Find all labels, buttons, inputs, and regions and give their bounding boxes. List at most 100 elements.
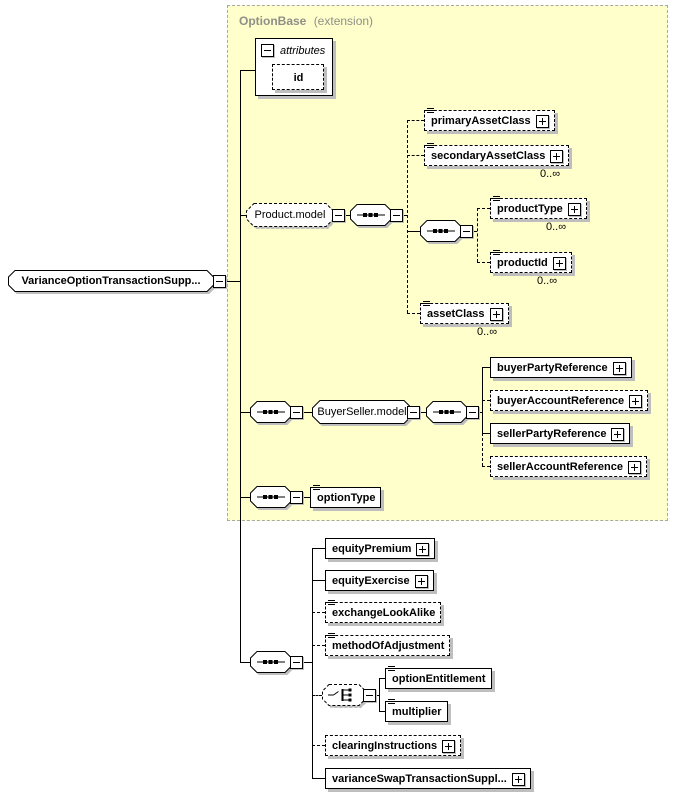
model-group-shape	[246, 203, 334, 227]
expand-icon[interactable]	[535, 114, 549, 128]
text-content-icon	[388, 699, 395, 700]
expand-icon[interactable]	[550, 149, 564, 163]
text-content-icon	[388, 666, 395, 667]
connector-line	[477, 262, 490, 263]
element-optionEntitlement[interactable]: optionEntitlement	[385, 666, 492, 689]
element-optionType[interactable]: optionType	[310, 485, 382, 508]
element-label: secondaryAssetClass	[431, 150, 546, 162]
connector-line	[312, 645, 325, 646]
element-secondaryAssetClass[interactable]: secondaryAssetClass	[424, 143, 570, 166]
element-equityPremium[interactable]: equityPremium	[325, 538, 436, 559]
occurrence-label: 0..∞	[477, 326, 498, 338]
element-label: VarianceOptionTransactionSupp...	[21, 274, 201, 287]
connector-line	[226, 281, 240, 282]
expand-icon[interactable]	[442, 739, 456, 753]
element-buyerAccountReference[interactable]: buyerAccountReference	[490, 390, 649, 411]
trunk-line	[240, 70, 241, 662]
connector-line	[407, 155, 424, 156]
expand-icon[interactable]	[489, 307, 503, 321]
collapse-icon[interactable]	[407, 406, 420, 419]
collapse-icon[interactable]	[290, 491, 303, 504]
element-label: varianceSwapTransactionSuppl...	[332, 773, 507, 785]
collapse-icon[interactable]	[261, 44, 274, 57]
expand-icon[interactable]	[612, 361, 626, 375]
element-label: assetClass	[427, 308, 485, 320]
element-label: equityExercise	[332, 575, 410, 587]
choice-compositor[interactable]	[322, 684, 366, 706]
model-group-buyerseller[interactable]: BuyerSeller.model	[312, 400, 412, 424]
element-label: multiplier	[392, 706, 442, 718]
connector-line	[345, 215, 350, 216]
attribute-id[interactable]: id	[272, 64, 324, 90]
expand-icon[interactable]	[511, 772, 525, 786]
connector-line	[482, 466, 490, 467]
element-productId[interactable]: productId	[490, 250, 572, 273]
collapse-icon[interactable]	[466, 406, 479, 419]
element-buyerPartyReference[interactable]: buyerPartyReference	[490, 357, 632, 378]
collapse-icon[interactable]	[390, 209, 403, 222]
connector-line	[477, 208, 490, 209]
element-label: productId	[497, 257, 548, 269]
choice-icon	[322, 684, 366, 706]
collapse-icon[interactable]	[290, 656, 303, 669]
element-varianceOptionTransactionSupplement[interactable]: VarianceOptionTransactionSupp...	[8, 270, 214, 292]
sequence-compositor[interactable]	[250, 651, 292, 673]
expand-icon[interactable]	[629, 394, 643, 408]
connector-line	[482, 367, 490, 368]
region-title-kind: (extension)	[313, 14, 374, 28]
element-primaryAssetClass[interactable]: primaryAssetClass	[424, 108, 555, 131]
collapse-icon[interactable]	[213, 275, 226, 288]
expand-icon[interactable]	[627, 460, 641, 474]
model-group-product[interactable]: Product.model	[246, 203, 334, 227]
expand-icon[interactable]	[552, 256, 566, 270]
element-equityExercise[interactable]: equityExercise	[325, 570, 434, 591]
element-label: buyerPartyReference	[497, 362, 608, 374]
element-label: clearingInstructions	[332, 740, 438, 752]
element-varianceSwapTransactionSupplement[interactable]: varianceSwapTransactionSuppl...	[325, 768, 531, 789]
element-label: equityPremium	[332, 543, 412, 555]
element-exchangeLookAlike[interactable]: exchangeLookAlike	[325, 600, 442, 623]
connector-line	[473, 231, 477, 232]
text-content-icon	[493, 196, 500, 197]
expand-icon[interactable]	[611, 427, 625, 441]
element-label: productType	[497, 203, 563, 215]
element-multiplier[interactable]: multiplier	[385, 699, 448, 722]
element-assetClass[interactable]: assetClass	[420, 301, 509, 324]
region-title-name: OptionBase	[239, 14, 307, 28]
sequence-compositor[interactable]	[350, 204, 392, 226]
branch-line	[482, 433, 483, 466]
element-methodOfAdjustment[interactable]: methodOfAdjustment	[325, 633, 451, 656]
model-group-label: BuyerSeller.model	[317, 405, 407, 418]
collapse-icon[interactable]	[363, 689, 376, 702]
sequence-compositor[interactable]	[250, 401, 292, 423]
expand-icon[interactable]	[416, 542, 430, 556]
connector-line	[240, 215, 246, 216]
connector-line	[312, 695, 322, 696]
connector-line	[482, 400, 490, 401]
sequence-icon	[250, 651, 292, 673]
expand-icon[interactable]	[567, 202, 581, 216]
element-clearingInstructions[interactable]: clearingInstructions	[325, 735, 462, 756]
connector-line	[407, 120, 424, 121]
connector-line	[479, 412, 482, 413]
sequence-icon	[426, 401, 468, 423]
branch-line	[407, 120, 408, 313]
expand-icon[interactable]	[414, 574, 428, 588]
element-label: sellerPartyReference	[497, 428, 607, 440]
sequence-compositor[interactable]	[426, 401, 468, 423]
collapse-icon[interactable]	[332, 209, 345, 222]
element-sellerPartyReference[interactable]: sellerPartyReference	[490, 423, 631, 444]
sequence-compositor[interactable]	[250, 486, 292, 508]
branch-line	[379, 678, 380, 711]
element-productType[interactable]: productType	[490, 196, 587, 219]
collapse-icon[interactable]	[460, 225, 473, 238]
model-group-label: Product.model	[254, 208, 326, 221]
connector-line	[312, 580, 325, 581]
collapse-icon[interactable]	[290, 406, 303, 419]
branch-line	[477, 208, 478, 262]
sequence-compositor[interactable]	[420, 220, 462, 242]
attributes-header: attributes	[280, 45, 326, 57]
connector-line	[376, 695, 379, 696]
element-sellerAccountReference[interactable]: sellerAccountReference	[490, 456, 647, 477]
